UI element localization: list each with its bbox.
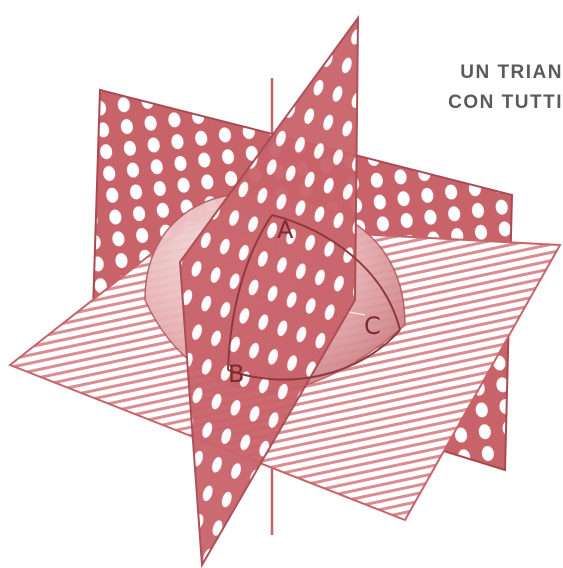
caption: UN TRIAN CON TUTTI [393,58,563,118]
point-b-label: B [228,360,244,388]
front-vertical-plane [178,14,360,568]
arc-bc [227,329,401,381]
arc-ab [227,214,273,371]
caption-line-2: CON TUTTI [448,92,563,113]
point-c-label: C [364,312,381,340]
arc-ac [271,214,401,331]
point-a-label: A [277,216,294,244]
caption-line-1: UN TRIAN [460,62,563,83]
